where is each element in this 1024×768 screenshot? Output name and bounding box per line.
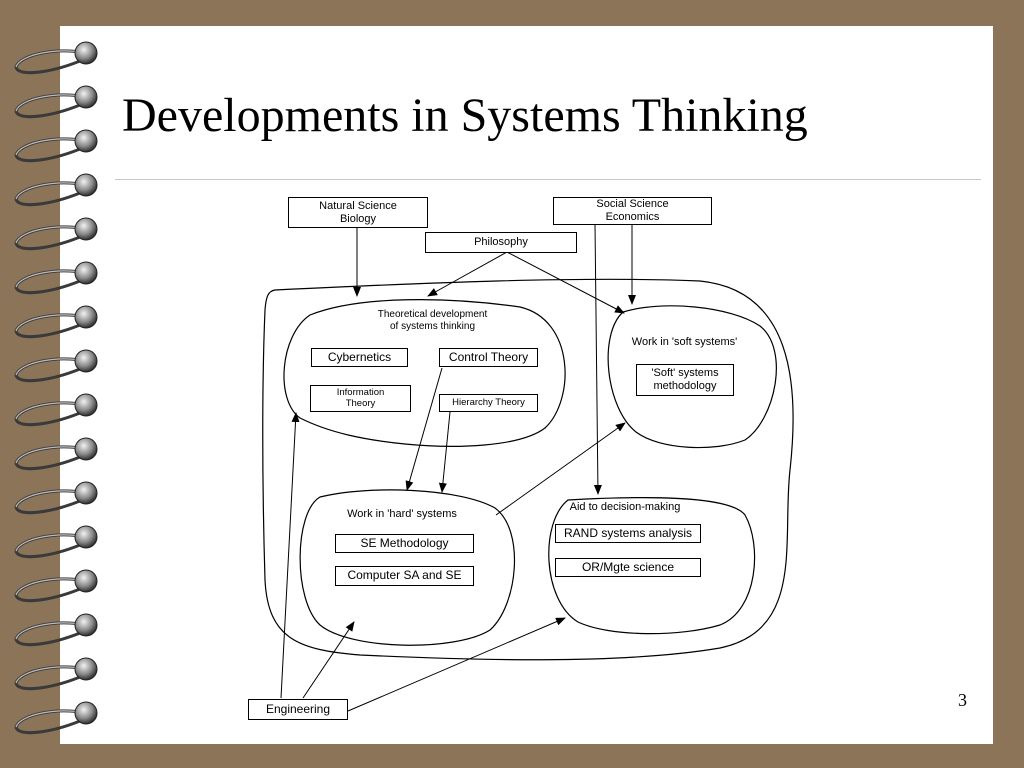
page-number: 3 <box>958 690 967 710</box>
binding-ring <box>14 701 98 735</box>
se-methodology-box: SE Methodology <box>335 534 474 553</box>
slide-title: Developments in Systems Thinking <box>122 89 808 142</box>
computer-sa-se-box: Computer SA and SE <box>335 566 474 586</box>
hard-region-label: Work in 'hard' systems <box>347 508 457 520</box>
cybernetics-box: Cybernetics <box>311 348 408 367</box>
binding-ring <box>14 569 98 603</box>
binding-ring <box>14 437 98 471</box>
binding-ring <box>14 657 98 691</box>
arrow-control-to-hard <box>405 367 443 491</box>
binding-ring <box>14 305 98 339</box>
binding-ring <box>14 525 98 559</box>
binding-ring <box>14 613 98 647</box>
arrow-philosophy-to-theoretical <box>427 251 508 297</box>
arrow-engineering-to-theoretical <box>280 412 300 699</box>
binding-ring <box>14 481 98 515</box>
slide-page <box>60 26 993 744</box>
or-mgte-science-box: OR/Mgte science <box>555 558 701 577</box>
decision-region-outline <box>548 497 756 635</box>
binding-ring <box>14 129 98 163</box>
binding-ring <box>14 85 98 119</box>
theoretical-region-label: Theoretical development of systems think… <box>377 309 488 332</box>
decision-region-label: Aid to decision-making <box>569 501 681 513</box>
arrow-engineering-to-hard <box>302 621 355 699</box>
arrow-hard-to-soft <box>495 422 626 516</box>
binding-ring <box>14 217 98 251</box>
binding-ring <box>14 261 98 295</box>
soft-systems-methodology-box: 'Soft' systems methodology <box>636 364 734 396</box>
outer-boundary <box>262 278 794 661</box>
engineering-box: Engineering <box>248 699 348 720</box>
arrow-hierarchy-to-hard <box>438 411 451 493</box>
arrow-engineering-to-decision <box>347 617 566 712</box>
title-divider <box>115 179 981 180</box>
arrow-philosophy-to-soft <box>506 251 625 314</box>
soft-region-outline <box>607 305 777 449</box>
natural-science-box: Natural Science Biology <box>288 197 428 228</box>
social-science-box: Social Science Economics <box>553 197 712 225</box>
control-theory-box: Control Theory <box>439 348 538 367</box>
information-theory-box: Information Theory <box>310 385 411 412</box>
binding-ring <box>14 173 98 207</box>
binding-ring <box>14 41 98 75</box>
binding-ring <box>14 393 98 427</box>
soft-region-label: Work in 'soft systems' <box>631 336 738 348</box>
spiral-binding <box>14 41 98 735</box>
arrow-social-to-decision <box>593 223 602 495</box>
philosophy-box: Philosophy <box>425 232 577 253</box>
hierarchy-theory-box: Hierarchy Theory <box>439 394 538 412</box>
hard-region-outline <box>299 489 516 646</box>
binding-ring <box>14 349 98 383</box>
rand-systems-analysis-box: RAND systems analysis <box>555 524 701 543</box>
